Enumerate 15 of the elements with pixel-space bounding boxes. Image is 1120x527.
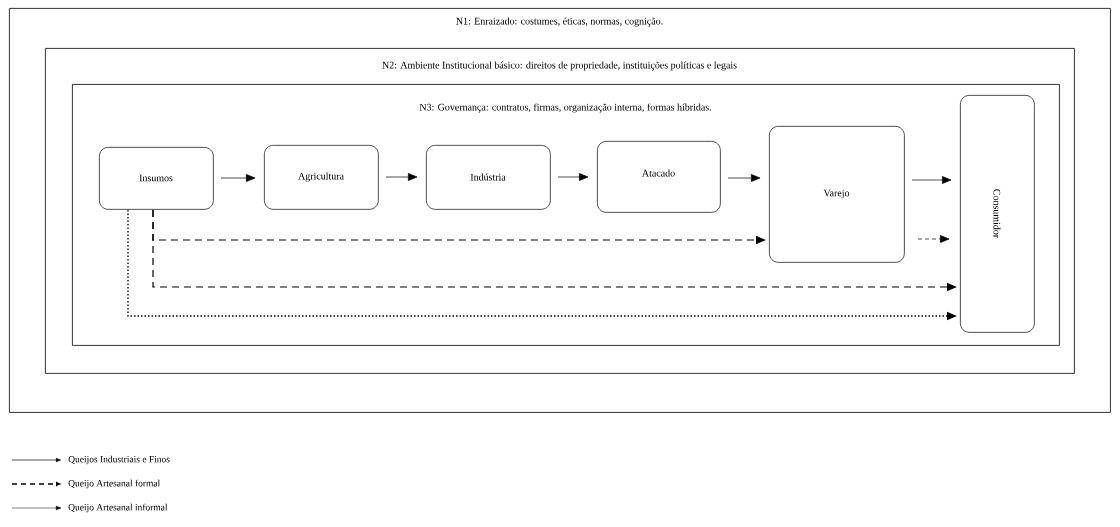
legend-item: Queijos Industriais e Finos: [11, 455, 170, 465]
legend-item: Queijo Artesanal informal: [11, 503, 168, 513]
arrow: [385, 173, 418, 181]
arrow: [727, 174, 761, 182]
process-box: Consumidor: [960, 95, 1035, 333]
arrow: [917, 235, 950, 243]
process-box: Insumos: [99, 147, 214, 210]
legend-item: Queijo Artesanal formal: [11, 479, 160, 489]
arrow: [911, 176, 952, 184]
process-box: Indústria: [426, 145, 551, 210]
arrow: [557, 173, 589, 181]
process-box: Agricultura: [264, 145, 379, 210]
process-box: Atacado: [597, 141, 721, 213]
process-box: Varejo: [769, 126, 905, 263]
arrow: [220, 174, 256, 182]
